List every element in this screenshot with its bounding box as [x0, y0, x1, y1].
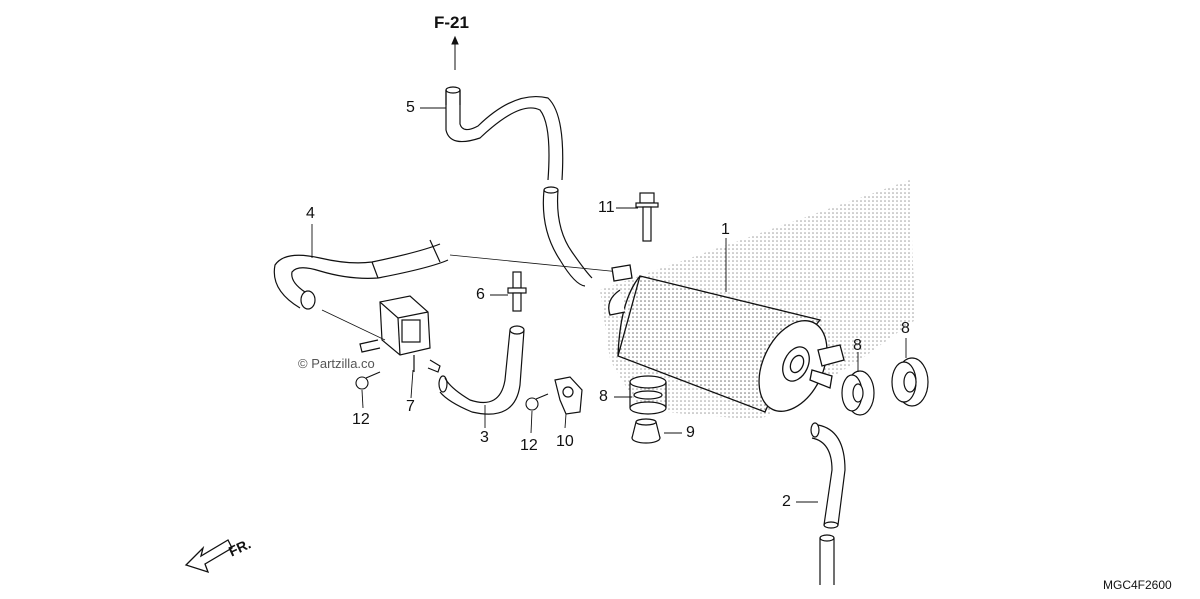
hose-3: [438, 325, 525, 415]
callout-10: 10: [556, 433, 574, 450]
callout-7: 7: [406, 398, 415, 415]
callout-3: 3: [480, 429, 489, 446]
callout-8-middle: 8: [853, 337, 862, 354]
callout-8-bottom: 8: [599, 388, 608, 405]
hose-4: [273, 239, 449, 310]
callout-6: 6: [476, 286, 485, 303]
callout-2: 2: [782, 493, 791, 510]
screw-12-left: [355, 371, 381, 390]
grommet-8-middle: [841, 370, 875, 416]
canister-1: [608, 264, 845, 413]
callout-11: 11: [598, 199, 615, 216]
callout-9: 9: [686, 424, 695, 441]
reference-label: F-21: [434, 13, 469, 32]
clamp-10: [554, 376, 583, 415]
hose-5: [445, 86, 564, 181]
screw-12-right: [525, 393, 549, 411]
hose-2: [810, 422, 846, 585]
grommet-8-right: [891, 357, 929, 407]
reference-arrow: [451, 35, 459, 70]
leader-lines: [311, 107, 907, 503]
callout-5: 5: [406, 99, 415, 116]
bolt-11: [635, 192, 659, 242]
callout-12-left: 12: [352, 411, 370, 428]
solenoid-valve-7: [359, 295, 441, 373]
connector-6: [507, 271, 527, 312]
callout-12-right: 12: [520, 437, 538, 454]
diagram-code: MGC4F2600: [1103, 578, 1172, 592]
callout-8-right: 8: [901, 320, 910, 337]
callout-1: 1: [721, 221, 730, 238]
callout-4: 4: [306, 205, 315, 222]
leader-hose4-valve: [321, 309, 386, 341]
hose-lower-5: [542, 186, 593, 287]
front-arrow: [184, 539, 233, 574]
watermark: © Partzilla.co: [298, 356, 375, 371]
grommet-8-bottom: [629, 375, 667, 415]
leader-hose4-canister: [449, 254, 621, 273]
collar-9: [631, 418, 661, 444]
